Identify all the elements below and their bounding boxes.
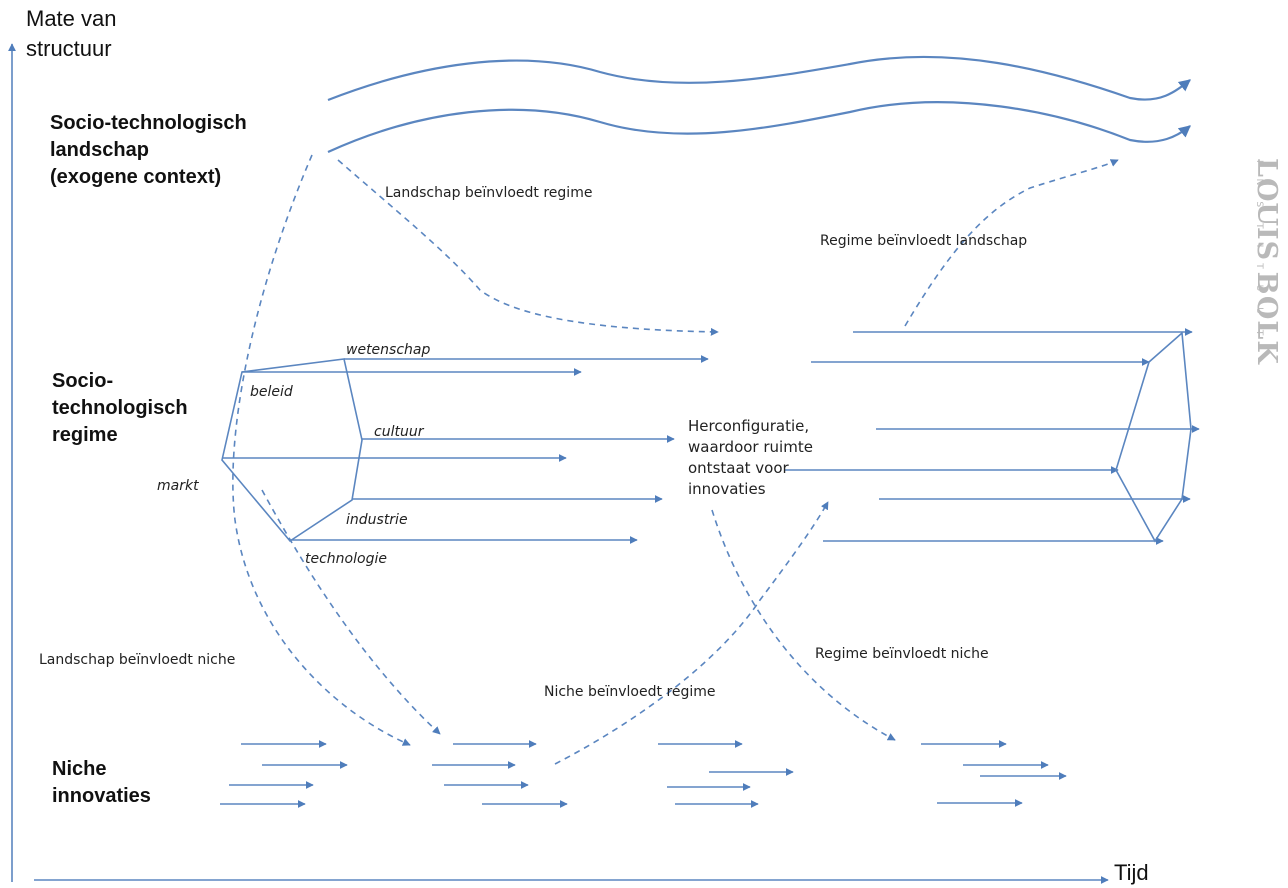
annotation-reconfiguration: Herconfiguratie, waardoor ruimte ontstaa… [688, 417, 813, 498]
louis-bolk-logo: LOUIS BOLK INSTITUUT [1251, 158, 1284, 368]
annotation-regime-to-landscape: Regime beïnvloedt landschap [820, 233, 1028, 249]
niche-arrows [220, 740, 1067, 808]
arrow-landscape-to-niche [232, 154, 411, 746]
arrow-regime-to-niche [711, 509, 896, 741]
dimension-label-markt: markt [157, 478, 199, 494]
arrow-landscape-to-regime [337, 159, 719, 336]
y-axis-label: Mate van structuur [26, 6, 117, 61]
dimension-label-industrie: industrie [346, 512, 408, 528]
level-label-regime: Socio- technologisch regime [52, 370, 188, 446]
landscape-wave-bottom [327, 101, 1191, 154]
landscape-wave-top [327, 55, 1191, 102]
dimension-label-wetenschap: wetenschap [346, 342, 431, 358]
x-axis-label: Tijd [1114, 860, 1149, 885]
annotation-landscape-to-niche: Landschap beïnvloedt niche [39, 652, 236, 668]
regime-configuration-right [1115, 331, 1192, 543]
level-label-niche: Niche innovaties [52, 758, 151, 807]
annotation-niche-to-regime: Niche beïnvloedt regime [544, 684, 716, 700]
annotation-regime-to-niche: Regime beïnvloedt niche [815, 646, 989, 662]
arrow-niche-to-regime [554, 501, 829, 765]
level-label-landscape: Socio-technologisch landschap (exogene c… [50, 112, 247, 188]
dimension-label-beleid: beleid [250, 384, 293, 400]
dimension-label-cultuur: cultuur [374, 424, 424, 440]
logo-word-2: INSTITUUT [1254, 160, 1264, 352]
arrow-regime-to-landscape [904, 159, 1119, 327]
annotation-landscape-to-regime: Landschap beïnvloedt regime [385, 185, 593, 201]
dimension-label-technologie: technologie [305, 551, 387, 567]
